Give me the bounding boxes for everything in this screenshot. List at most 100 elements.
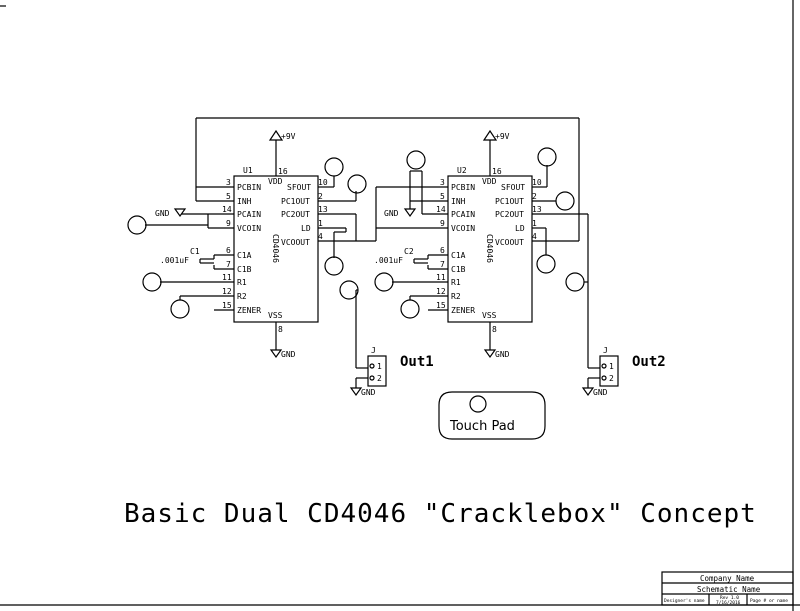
- u1-vss-pin: 8: [278, 325, 283, 334]
- u2-pin-pc1out: PC1OUT: [495, 197, 524, 206]
- u1-pin-pcbin: PCBIN: [237, 183, 261, 192]
- u2-ref: U2: [457, 166, 467, 175]
- u2-pin-vcoin: VCOIN: [451, 224, 475, 233]
- out2-connector: J 1 2 GND Out2: [581, 346, 666, 397]
- u2-pinnum-14: 14: [436, 205, 446, 214]
- u1-r1-touch-pad-icon[interactable]: [142, 272, 162, 292]
- u1-ld-touch-pad-icon[interactable]: [324, 256, 344, 276]
- u2-sfout-touch-pad-icon[interactable]: [537, 147, 557, 167]
- u2-pin-vcoout: VCOOUT: [495, 238, 524, 247]
- title-block-date: 7/16/2016: [716, 600, 741, 606]
- out1-connector: J 1 2 GND Out1: [349, 346, 434, 397]
- u1-pc1out-touch-pad-icon[interactable]: [347, 174, 367, 194]
- u2-pinnum-6: 6: [440, 246, 445, 255]
- u1-pinnum-4: 4: [318, 232, 323, 241]
- out2-pin1-label: 1: [609, 362, 614, 371]
- u2-right-pins: SFOUT PC1OUT PC2OUT LD VCOOUT 10 2 13 1 …: [495, 178, 588, 247]
- u1-pin-vcoin: VCOIN: [237, 224, 261, 233]
- u1-inh-gnd-label: GND: [155, 209, 170, 218]
- title-block-designer: Designer's name: [664, 598, 705, 604]
- u2-pin-c1b: C1B: [451, 265, 466, 274]
- u2-pin-zener: ZENER: [451, 306, 475, 315]
- u1-pin-sfout: SFOUT: [287, 183, 311, 192]
- u1-cap-value: .001uF: [160, 256, 189, 265]
- u1-pin-c1a: C1A: [237, 251, 252, 260]
- u1-pinnum-1: 1: [318, 219, 323, 228]
- u1-supply-arrow-icon: [268, 129, 284, 141]
- title-block-company: Company Name: [700, 574, 755, 583]
- u1-vdd-label: VDD: [268, 177, 283, 186]
- touch-pad-outline: [438, 391, 546, 440]
- u2-inh-touch-pad-icon[interactable]: [406, 150, 426, 170]
- u2-vss-ground-icon: [483, 349, 497, 359]
- out1-pin2-label: 2: [377, 374, 382, 383]
- u2-pin-pcbin: PCBIN: [451, 183, 475, 192]
- u1-pin-vcoout: VCOOUT: [281, 238, 310, 247]
- u2-pin-c1a: C1A: [451, 251, 466, 260]
- u2-pc1out-touch-pad-icon[interactable]: [555, 191, 575, 211]
- u2-inh-gnd-label: GND: [384, 209, 399, 218]
- out2-ref: J: [603, 346, 608, 355]
- out1-label: Out1: [400, 354, 434, 370]
- u1-inh-ground-icon: [173, 208, 187, 218]
- u1-pin-c1b: C1B: [237, 265, 252, 274]
- u2-pinnum-7: 7: [440, 260, 445, 269]
- out1-header-body: [367, 355, 387, 387]
- u2-cd4046-chip: U2 CD4046 VDD VSS 16 8 PCBIN INH PCAIN V…: [374, 129, 589, 368]
- u2-pinnum-9: 9: [440, 219, 445, 228]
- u1-part-label: CD4046: [271, 234, 280, 263]
- u1-pin-pcain: PCAIN: [237, 210, 261, 219]
- u1-pinnum-12: 12: [222, 287, 232, 296]
- u2-r2-touch-pad-icon[interactable]: [400, 299, 420, 319]
- out1-pin1-label: 1: [377, 362, 382, 371]
- u2-pin-ld: LD: [515, 224, 525, 233]
- out1-pin2-icon: [369, 375, 375, 381]
- u1-pin-ld: LD: [301, 224, 311, 233]
- u1-sfout-touch-pad-icon[interactable]: [324, 157, 344, 177]
- out2-ground-icon: [581, 387, 595, 397]
- u1-vss-gnd-label: GND: [281, 350, 296, 359]
- u2-pin-inh: INH: [451, 197, 466, 206]
- out1-pin1-icon: [369, 363, 375, 369]
- out2-label: Out2: [632, 354, 666, 370]
- u1-pinnum-10: 10: [318, 178, 328, 187]
- title-block: Company Name Schematic Name Designer's n…: [661, 571, 794, 606]
- u1-supply-label: +9V: [281, 132, 296, 141]
- out2-pin2-label: 2: [609, 374, 614, 383]
- touch-pad-label: Touch Pad: [449, 419, 515, 434]
- u2-inh-ground-icon: [403, 208, 417, 218]
- u2-pin-pc2out: PC2OUT: [495, 210, 524, 219]
- u1-left-pins: PCBIN INH PCAIN VCOIN C1A C1B R1 R2 ZENE…: [160, 178, 261, 315]
- u2-r1-touch-pad-icon[interactable]: [374, 272, 394, 292]
- out2-pin1-icon: [601, 363, 607, 369]
- u2-pinnum-1: 1: [532, 219, 537, 228]
- u2-part-label: CD4046: [485, 234, 494, 263]
- u2-pin-pcain: PCAIN: [451, 210, 475, 219]
- u1-r2-touch-pad-icon[interactable]: [170, 299, 190, 319]
- title-block-page: Page # or name: [750, 598, 788, 604]
- out1-gnd-label: GND: [361, 388, 376, 397]
- u2-vdd-label: VDD: [482, 177, 497, 186]
- u1-pin-zener: ZENER: [237, 306, 261, 315]
- u2-pinnum-3: 3: [440, 178, 445, 187]
- u1-pinnum-14: 14: [222, 205, 232, 214]
- u2-ld-touch-pad-icon[interactable]: [536, 254, 556, 274]
- u1-pinnum-9: 9: [226, 219, 231, 228]
- u1-pinnum-15: 15: [222, 301, 232, 310]
- u1-vss-label: VSS: [268, 311, 283, 320]
- u1-pinnum-13: 13: [318, 205, 328, 214]
- u2-pinnum-4: 4: [532, 232, 537, 241]
- u2-pinnum-10: 10: [532, 178, 542, 187]
- u1-pin-pc1out: PC1OUT: [281, 197, 310, 206]
- u2-pinnum-15: 15: [436, 301, 446, 310]
- u2-cap-value: .001uF: [374, 256, 403, 265]
- u2-pin-r1: R1: [451, 278, 461, 287]
- u2-cap-ref: C2: [404, 247, 414, 256]
- u1-pinnum-2: 2: [318, 192, 323, 201]
- u1-vcoin-touch-pad-icon[interactable]: [127, 215, 147, 235]
- u2-pinnum-12: 12: [436, 287, 446, 296]
- u1-ref: U1: [243, 166, 253, 175]
- out2-header-body: [599, 355, 619, 387]
- u1-vss-ground-icon: [269, 349, 283, 359]
